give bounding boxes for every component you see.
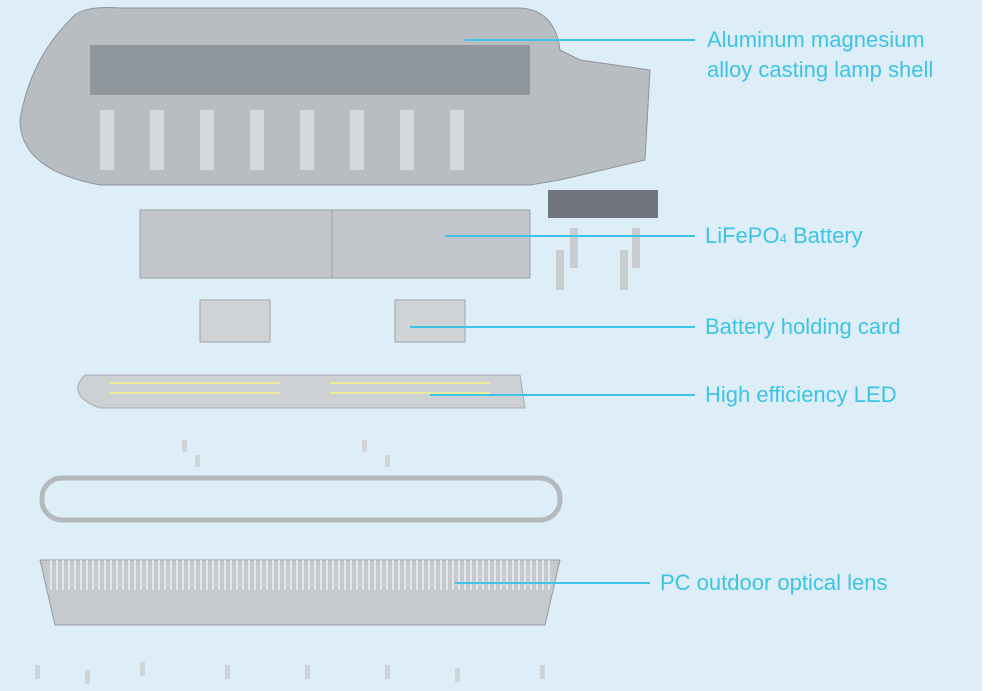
shell-label-line2: alloy casting lamp shell (707, 57, 934, 82)
lens-label: PC outdoor optical lens (660, 570, 888, 595)
battery-label-rest: Battery (786, 223, 863, 248)
battery-label-sub: 4 (779, 231, 787, 246)
battery-holding-cards (199, 299, 466, 343)
shell-label: Aluminum magnesium alloy casting lamp she… (707, 25, 933, 85)
optical-lens (39, 559, 561, 626)
battery-label: LiFePO4 Battery (705, 221, 863, 254)
leader-lines (410, 39, 695, 584)
holding-card-label: Battery holding card (705, 314, 901, 339)
shell-label-line1: Aluminum magnesium (707, 27, 925, 52)
gasket-ring (39, 475, 563, 523)
screws (35, 440, 545, 684)
battery (139, 190, 658, 290)
battery-label-main: LiFePO (705, 223, 780, 248)
lamp-shell (19, 7, 651, 186)
led-label: High efficiency LED (705, 382, 897, 407)
led-board (77, 374, 526, 409)
